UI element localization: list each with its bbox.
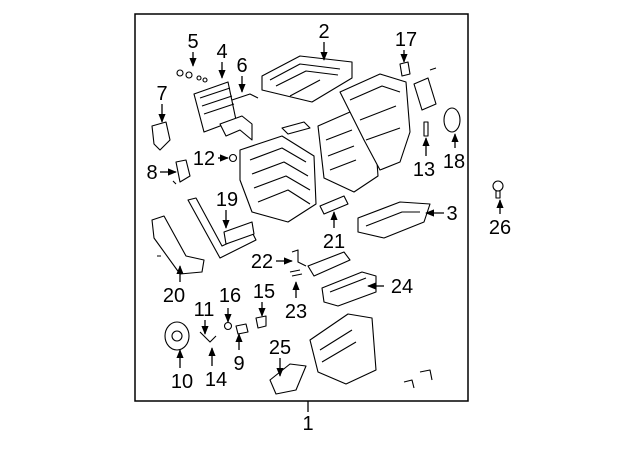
callout-14: 14 <box>205 369 227 391</box>
callout-5: 5 <box>187 31 198 53</box>
callout-1: 1 <box>302 413 313 435</box>
part-26-plug <box>492 180 504 199</box>
callout-12: 12 <box>193 148 215 170</box>
part-16-small <box>223 321 233 331</box>
part-15-clip <box>255 315 267 329</box>
part-8-bracket <box>175 159 191 183</box>
part-7-bracket <box>151 121 171 151</box>
part-24-tray <box>321 271 377 307</box>
callout-10: 10 <box>171 371 193 393</box>
callout-9: 9 <box>233 353 244 375</box>
callout-25: 25 <box>269 337 291 359</box>
callout-18: 18 <box>443 151 465 173</box>
callout-2: 2 <box>318 21 329 43</box>
part-19-tab <box>223 221 255 245</box>
part-17-clip <box>399 61 411 77</box>
part-25-bracket <box>269 363 307 395</box>
part-misc-strip <box>281 121 311 135</box>
callout-8: 8 <box>146 162 157 184</box>
callout-13: 13 <box>413 159 435 181</box>
part-3-duct <box>357 201 431 239</box>
part-screws <box>157 67 437 257</box>
callout-21: 21 <box>323 231 345 253</box>
assembly-frame <box>134 13 469 402</box>
part-5-small-parts <box>176 69 208 83</box>
part-6-clip <box>231 93 259 101</box>
callout-24: 24 <box>391 276 413 298</box>
part-center-heater-case <box>239 135 317 223</box>
part-11-wire <box>199 331 217 343</box>
callout-20: 20 <box>163 285 185 307</box>
part-2-upper-case <box>261 55 353 103</box>
callout-23: 23 <box>285 301 307 323</box>
part-lower-housing <box>309 313 377 385</box>
callout-19: 19 <box>216 189 238 211</box>
part-18-cap <box>443 107 461 133</box>
part-panel <box>307 251 351 277</box>
callout-16: 16 <box>219 285 241 307</box>
part-21-plate <box>319 195 349 215</box>
callout-4: 4 <box>216 41 227 63</box>
callout-7: 7 <box>156 83 167 105</box>
part-12-nut <box>228 153 238 163</box>
part-right-bracket <box>413 77 437 111</box>
callout-15: 15 <box>253 281 275 303</box>
callout-17: 17 <box>395 29 417 51</box>
callout-22: 22 <box>251 251 273 273</box>
part-20-duct <box>151 215 205 275</box>
callout-11: 11 <box>194 299 215 321</box>
part-blower-housing <box>317 73 411 193</box>
callout-3: 3 <box>446 203 457 225</box>
callout-26: 26 <box>489 217 511 239</box>
part-10-motor <box>164 321 190 351</box>
part-hardware-bottom <box>403 369 433 389</box>
part-22-sensor <box>291 249 307 267</box>
callout-6: 6 <box>236 55 247 77</box>
part-13-screw <box>423 121 429 137</box>
part-misc-bracket <box>219 115 253 141</box>
part-23-clip <box>289 269 303 277</box>
part-9-clip <box>235 323 249 335</box>
